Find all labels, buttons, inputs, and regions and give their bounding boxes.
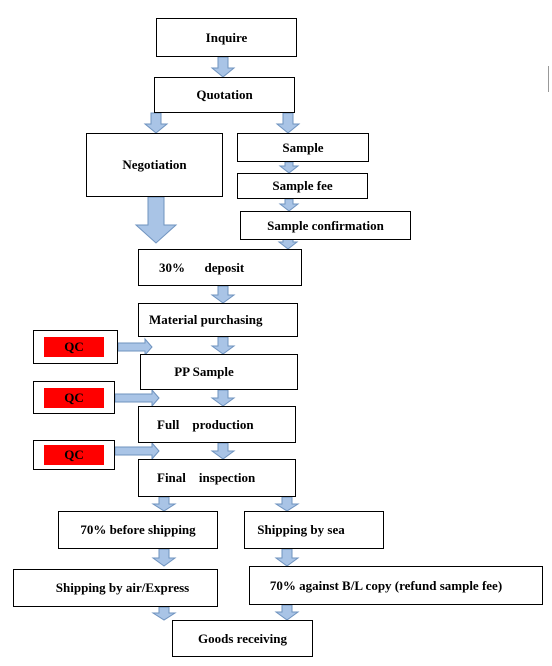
step-shipping-by-air: Shipping by air/Express <box>13 569 218 607</box>
step-material-purchasing: Material purchasing <box>138 303 298 337</box>
arrow-right <box>114 388 160 408</box>
arrow-down <box>151 548 177 567</box>
arrow-down <box>275 112 301 134</box>
step-goods-receiving: Goods receiving <box>172 620 313 657</box>
step-negotiation: Negotiation <box>86 133 223 197</box>
step-sample: Sample <box>237 133 369 162</box>
step-before-shipping: 70% before shipping <box>58 511 218 549</box>
arrow-down <box>210 389 236 407</box>
qc-label: QC <box>44 388 104 408</box>
step-quotation: Quotation <box>154 77 295 113</box>
arrow-down <box>210 56 236 78</box>
qc-box: QC <box>33 330 118 364</box>
arrow-down <box>210 442 236 460</box>
step-sample-fee: Sample fee <box>237 173 368 199</box>
arrow-down <box>278 198 300 212</box>
arrow-down <box>278 161 300 174</box>
arrow-down <box>151 496 177 512</box>
qc-label: QC <box>44 445 104 465</box>
arrow-down <box>210 285 236 304</box>
arrow-right <box>114 441 160 461</box>
step-sample-confirmation: Sample confirmation <box>240 211 411 240</box>
step-shipping-by-sea: Shipping by sea <box>244 511 384 549</box>
arrow-down <box>143 112 169 134</box>
qc-label: QC <box>44 337 104 357</box>
arrow-down <box>274 548 300 567</box>
arrow-down <box>274 604 300 621</box>
qc-box: QC <box>33 381 115 414</box>
arrow-down <box>274 496 300 512</box>
edge-mark <box>548 66 549 92</box>
arrow-down-large <box>134 196 178 244</box>
arrow-down <box>210 336 236 355</box>
arrow-right <box>117 337 153 357</box>
step-inquire: Inquire <box>156 18 297 57</box>
qc-box: QC <box>33 440 115 470</box>
step-deposit: 30% deposit <box>138 249 302 286</box>
step-full-production: Full production <box>138 406 296 443</box>
step-final-inspection: Final inspection <box>138 459 296 497</box>
step-against-bl: 70% against B/L copy (refund sample fee) <box>249 566 543 605</box>
step-pp-sample: PP Sample <box>140 354 298 390</box>
arrow-down <box>151 606 177 621</box>
